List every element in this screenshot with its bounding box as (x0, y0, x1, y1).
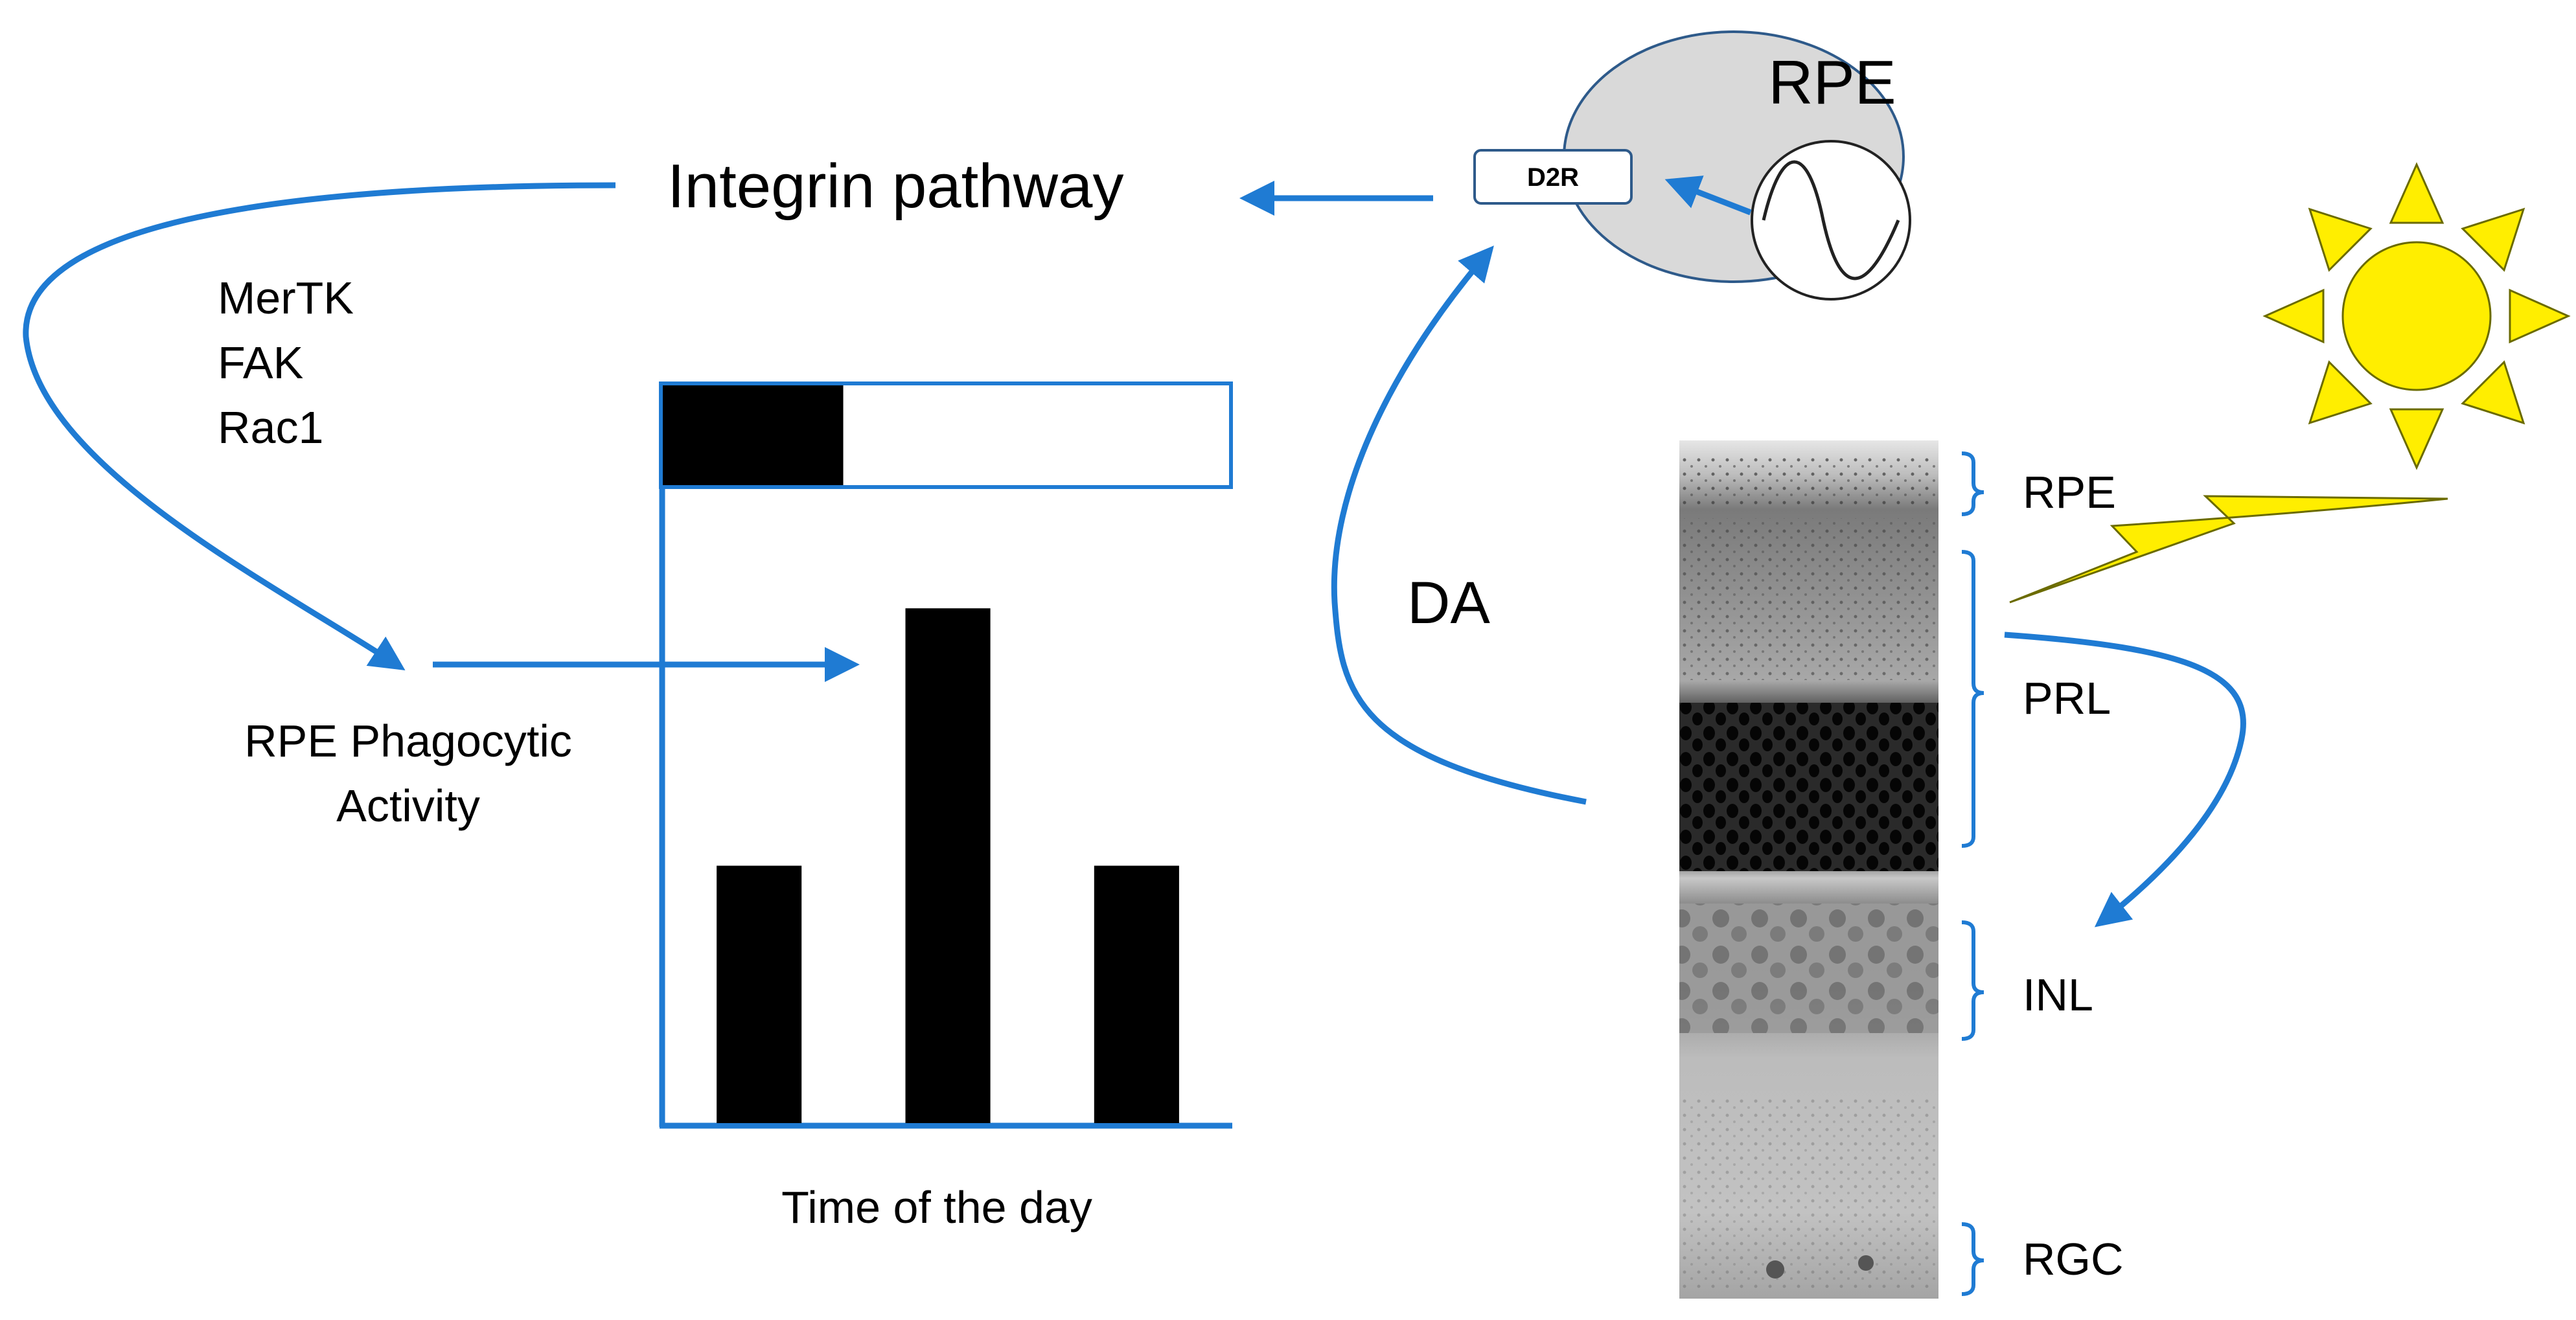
integrin-pathway-label: Integrin pathway (667, 152, 1123, 221)
light-dark-bar-frame (659, 381, 1233, 489)
light-period-segment (843, 383, 1231, 487)
bar-2 (905, 608, 991, 1123)
rpe-cell: RPE (1563, 30, 1911, 301)
oscillator-to-d2r-arrow (1664, 176, 1752, 216)
bracket-prl (1961, 550, 1984, 848)
pathway-item-mertk: MerTK (218, 273, 354, 323)
light-signal-arrow (2004, 632, 2246, 927)
bracket-rgc (1961, 1222, 1984, 1296)
phagocytic-activity-line1: RPE Phagocytic (244, 716, 572, 766)
sun-icon (2262, 162, 2571, 470)
bracket-rpe (1961, 451, 1984, 516)
rpe-cell-label: RPE (1768, 48, 1896, 117)
layer-label-inl: INL (2023, 970, 2093, 1020)
light-dark-bar (659, 381, 1233, 489)
lightning-bolt-icon (2009, 495, 2448, 604)
layer-label-rgc: RGC (2023, 1234, 2124, 1284)
phagocytic-activity-line2: Activity (336, 780, 480, 831)
bar-1 (717, 865, 802, 1123)
x-axis-label: Time of the day (781, 1182, 1092, 1233)
pathway-item-rac1: Rac1 (218, 402, 323, 453)
phagocytosis-chart: Time of the day (659, 381, 1233, 1233)
bracket-inl (1961, 920, 1984, 1041)
layer-label-rpe: RPE (2023, 467, 2116, 518)
retina-section-image (1679, 440, 1938, 1299)
pathway-item-fak: FAK (218, 337, 303, 388)
bar-3 (1094, 865, 1179, 1123)
dark-period-segment (661, 383, 844, 487)
bars (717, 608, 1179, 1123)
layer-brackets (1961, 451, 1984, 1296)
layer-label-prl: PRL (2023, 673, 2111, 723)
d2r-receptor: D2R (1473, 149, 1633, 205)
integrin-to-phagocytic-arrow (23, 182, 616, 670)
d2r-label: D2R (1527, 163, 1579, 192)
dopamine-label: DA (1407, 570, 1490, 636)
sine-oscillator-icon (1751, 140, 1911, 301)
arrows (23, 176, 2246, 927)
dopamine-arrow (1331, 245, 1587, 805)
